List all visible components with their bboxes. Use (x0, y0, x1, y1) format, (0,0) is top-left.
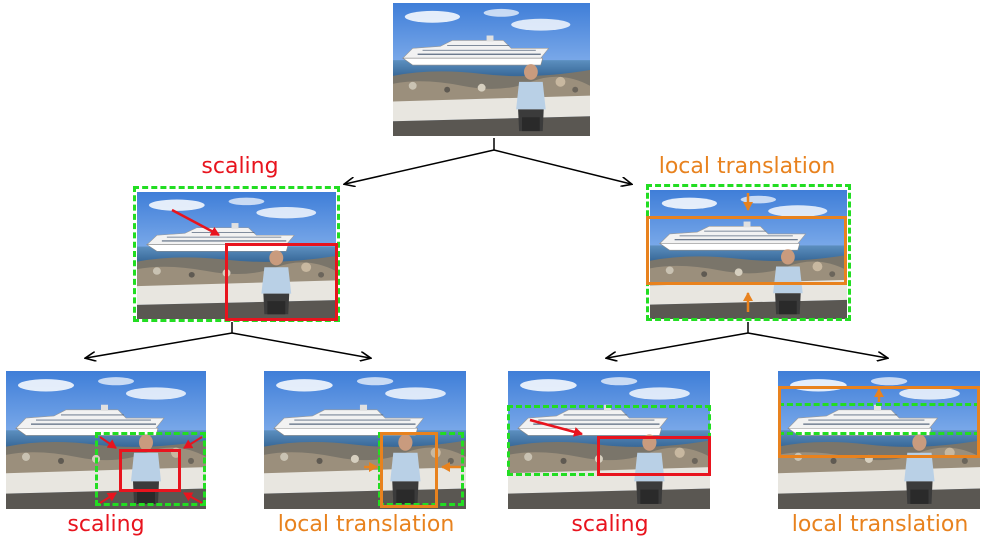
level2-scaling-label-1: scaling (67, 512, 145, 537)
tree-edge-arrow (607, 332, 749, 358)
tree-edge-arrow (231, 332, 370, 358)
tree-edge-arrow (86, 332, 233, 358)
level1-local-translation-label: local translation (658, 154, 836, 179)
viewport-dashed-box (95, 432, 206, 506)
level2-local-translation-label-1: local translation (277, 512, 455, 537)
tree-edge-arrow (493, 149, 631, 184)
cruise-ship-photo-image (393, 3, 590, 136)
translation-crop-box (778, 386, 980, 458)
root-image (393, 3, 590, 136)
scaling-crop-box (119, 449, 181, 492)
translation-crop-box (380, 432, 438, 508)
tree-edge-arrow (345, 149, 495, 184)
level1-scaling-label: scaling (201, 154, 279, 179)
level2-scaling-label-2: scaling (571, 512, 649, 537)
level2-local-translation-label-2: local translation (791, 512, 969, 537)
scaling-crop-box (225, 243, 338, 321)
scaling-crop-box (597, 436, 711, 476)
translation-crop-box (646, 216, 847, 285)
tree-edge-arrow (747, 332, 887, 358)
